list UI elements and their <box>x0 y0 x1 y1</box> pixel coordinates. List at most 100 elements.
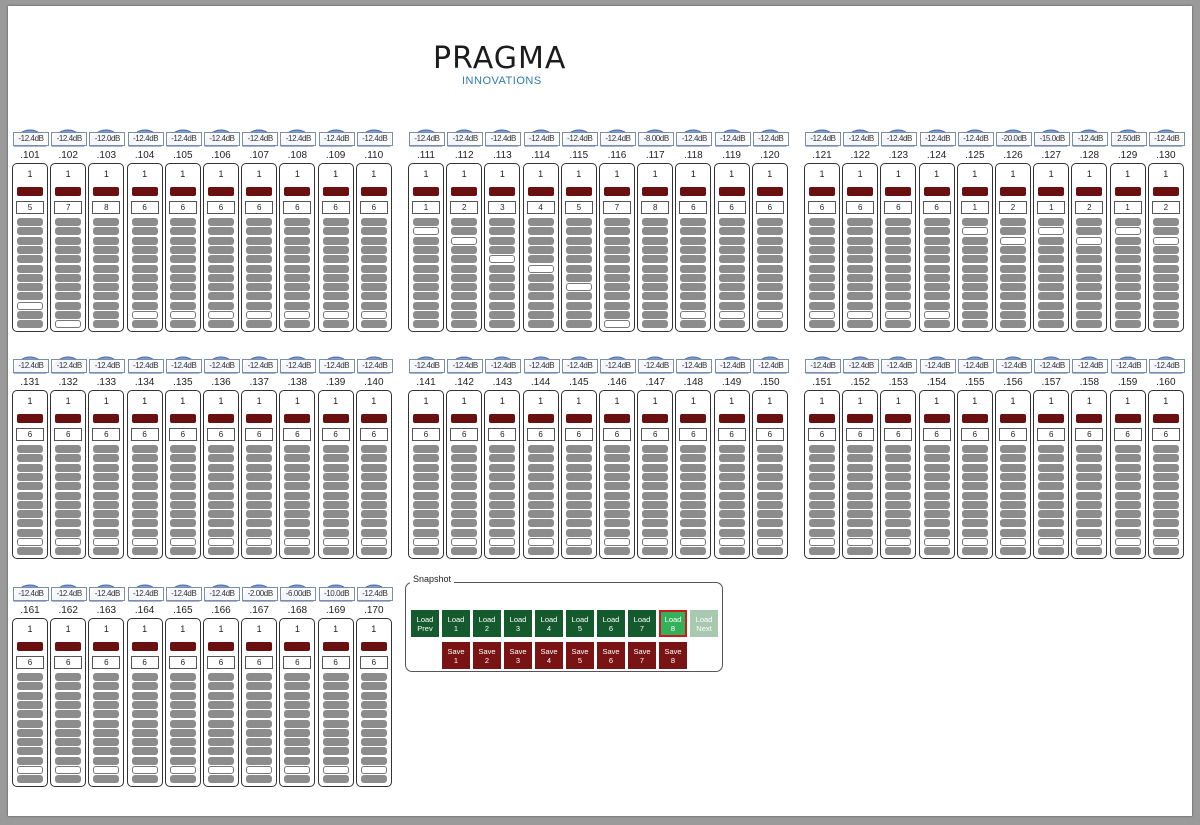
source-segment-button[interactable] <box>131 245 158 254</box>
source-segment-button[interactable] <box>565 264 592 273</box>
source-value-box[interactable]: 7 <box>603 201 631 214</box>
source-segment-button[interactable] <box>1038 482 1065 491</box>
source-segment-button[interactable] <box>885 227 912 236</box>
source-segment-button[interactable] <box>961 264 988 273</box>
source-segment-button[interactable] <box>923 255 950 264</box>
source-segment-button[interactable] <box>322 747 349 756</box>
source-segment-button[interactable] <box>1152 218 1179 226</box>
source-value-box[interactable]: 2 <box>1075 201 1104 214</box>
source-segment-button[interactable] <box>284 236 311 245</box>
source-segment-button[interactable] <box>680 510 707 519</box>
source-segment-button[interactable] <box>93 673 120 681</box>
source-segment-button[interactable] <box>923 301 950 310</box>
source-segment-button[interactable] <box>208 273 234 282</box>
source-segment-button[interactable] <box>451 445 478 453</box>
channel-select-value[interactable]: 1 <box>371 624 377 634</box>
source-segment-button[interactable] <box>131 738 158 747</box>
source-segment-button[interactable] <box>923 264 950 273</box>
source-segment-button[interactable] <box>55 227 82 236</box>
source-segment-button[interactable] <box>489 463 516 472</box>
source-segment-button[interactable] <box>208 756 234 765</box>
source-segment-button[interactable] <box>680 454 707 463</box>
source-segment-button[interactable] <box>642 454 669 463</box>
source-segment-button[interactable] <box>322 445 349 453</box>
source-segment-button[interactable] <box>680 538 707 546</box>
source-segment-button[interactable] <box>604 445 630 453</box>
source-value-box[interactable]: 6 <box>359 656 388 669</box>
source-segment-button[interactable] <box>246 491 273 500</box>
source-segment-button[interactable] <box>322 236 349 245</box>
source-value-box[interactable]: 6 <box>168 656 197 669</box>
source-segment-button[interactable] <box>809 445 835 453</box>
source-segment-button[interactable] <box>93 700 120 709</box>
gain-knob[interactable]: -12.4dB <box>1072 346 1109 374</box>
source-segment-button[interactable] <box>169 528 196 537</box>
source-segment-button[interactable] <box>527 482 554 491</box>
source-segment-button[interactable] <box>93 719 120 728</box>
source-segment-button[interactable] <box>131 472 158 481</box>
source-segment-button[interactable] <box>885 463 912 472</box>
source-segment-button[interactable] <box>93 445 120 453</box>
source-segment-button[interactable] <box>923 454 950 463</box>
channel-select-value[interactable]: 1 <box>65 396 71 406</box>
source-segment-button[interactable] <box>322 728 349 737</box>
source-segment-button[interactable] <box>1076 311 1103 319</box>
source-segment-button[interactable] <box>1000 245 1026 254</box>
channel-select-value[interactable]: 1 <box>690 396 696 406</box>
channel-select-value[interactable]: 1 <box>142 624 148 634</box>
channel-select-value[interactable]: 1 <box>934 396 940 406</box>
source-segment-button[interactable] <box>565 283 592 292</box>
source-segment-button[interactable] <box>169 519 196 528</box>
source-segment-button[interactable] <box>1114 311 1141 319</box>
channel-select-value[interactable]: 1 <box>142 169 148 179</box>
source-segment-button[interactable] <box>847 463 874 472</box>
gain-knob[interactable]: -12.4dB <box>51 119 88 147</box>
source-segment-button[interactable] <box>360 491 387 500</box>
mute-indicator[interactable] <box>923 187 950 196</box>
source-value-box[interactable]: 6 <box>321 656 350 669</box>
source-segment-button[interactable] <box>451 236 478 245</box>
snapshot-load-button[interactable]: Load Prev <box>411 610 439 637</box>
source-segment-button[interactable] <box>93 236 120 245</box>
channel-select-value[interactable]: 1 <box>371 169 377 179</box>
source-segment-button[interactable] <box>756 227 783 236</box>
channel-select-value[interactable]: 1 <box>690 169 696 179</box>
source-segment-button[interactable] <box>131 500 158 509</box>
source-segment-button[interactable] <box>1076 236 1103 245</box>
source-segment-button[interactable] <box>17 510 43 519</box>
source-segment-button[interactable] <box>680 445 707 453</box>
gain-knob[interactable]: -12.4dB <box>561 346 598 374</box>
source-segment-button[interactable] <box>55 482 82 491</box>
source-segment-button[interactable] <box>360 283 387 292</box>
source-segment-button[interactable] <box>360 682 387 691</box>
source-segment-button[interactable] <box>809 463 835 472</box>
source-segment-button[interactable] <box>1114 283 1141 292</box>
source-segment-button[interactable] <box>1000 463 1026 472</box>
source-segment-button[interactable] <box>17 700 43 709</box>
mute-indicator[interactable] <box>1114 414 1141 423</box>
source-segment-button[interactable] <box>680 273 707 282</box>
source-segment-button[interactable] <box>604 264 630 273</box>
source-value-box[interactable]: 6 <box>884 428 913 441</box>
source-segment-button[interactable] <box>847 292 874 301</box>
source-segment-button[interactable] <box>604 301 630 310</box>
source-segment-button[interactable] <box>413 273 439 282</box>
source-segment-button[interactable] <box>885 311 912 319</box>
source-segment-button[interactable] <box>208 255 234 264</box>
source-segment-button[interactable] <box>17 227 43 236</box>
source-segment-button[interactable] <box>1000 264 1026 273</box>
source-segment-button[interactable] <box>413 538 439 546</box>
source-segment-button[interactable] <box>413 255 439 264</box>
source-segment-button[interactable] <box>360 775 387 784</box>
channel-select-value[interactable]: 1 <box>423 396 429 406</box>
source-segment-button[interactable] <box>284 719 311 728</box>
source-segment-button[interactable] <box>565 463 592 472</box>
source-segment-button[interactable] <box>604 528 630 537</box>
source-segment-button[interactable] <box>809 255 835 264</box>
source-segment-button[interactable] <box>131 682 158 691</box>
source-segment-button[interactable] <box>1000 292 1026 301</box>
source-segment-button[interactable] <box>885 547 912 556</box>
source-value-box[interactable]: 6 <box>488 428 517 441</box>
source-segment-button[interactable] <box>1152 301 1179 310</box>
mute-indicator[interactable] <box>718 187 745 196</box>
